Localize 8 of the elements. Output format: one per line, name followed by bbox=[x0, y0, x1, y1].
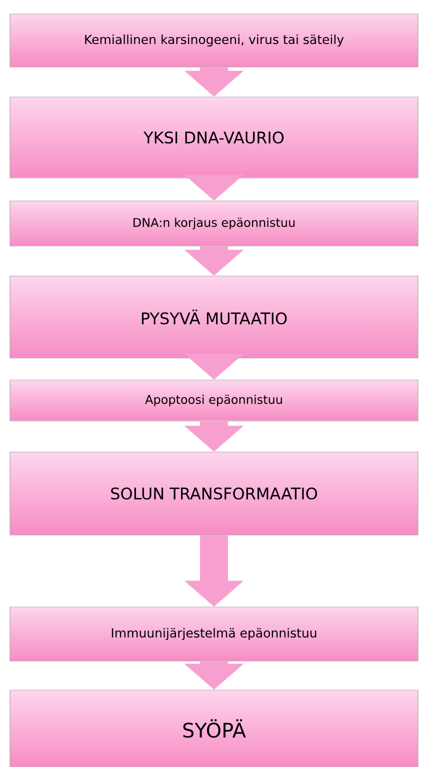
process-box: DNA:n korjaus epäonnistuu bbox=[10, 200, 418, 246]
process-box: Apoptoosi epäonnistuu bbox=[10, 380, 418, 422]
process-box: SYÖPÄ bbox=[10, 690, 418, 767]
process-box: PYSYVÄ MUTAATIO bbox=[10, 276, 418, 358]
process-box: SOLUN TRANSFORMAATIO bbox=[10, 452, 418, 536]
process-box: Immuunijärjestelmä epäonnistuu bbox=[10, 606, 418, 662]
process-box: Kemiallinen karsinogeeni, virus tai säteily bbox=[10, 14, 418, 68]
process-box: YKSI DNA-VAURIO bbox=[10, 96, 418, 178]
